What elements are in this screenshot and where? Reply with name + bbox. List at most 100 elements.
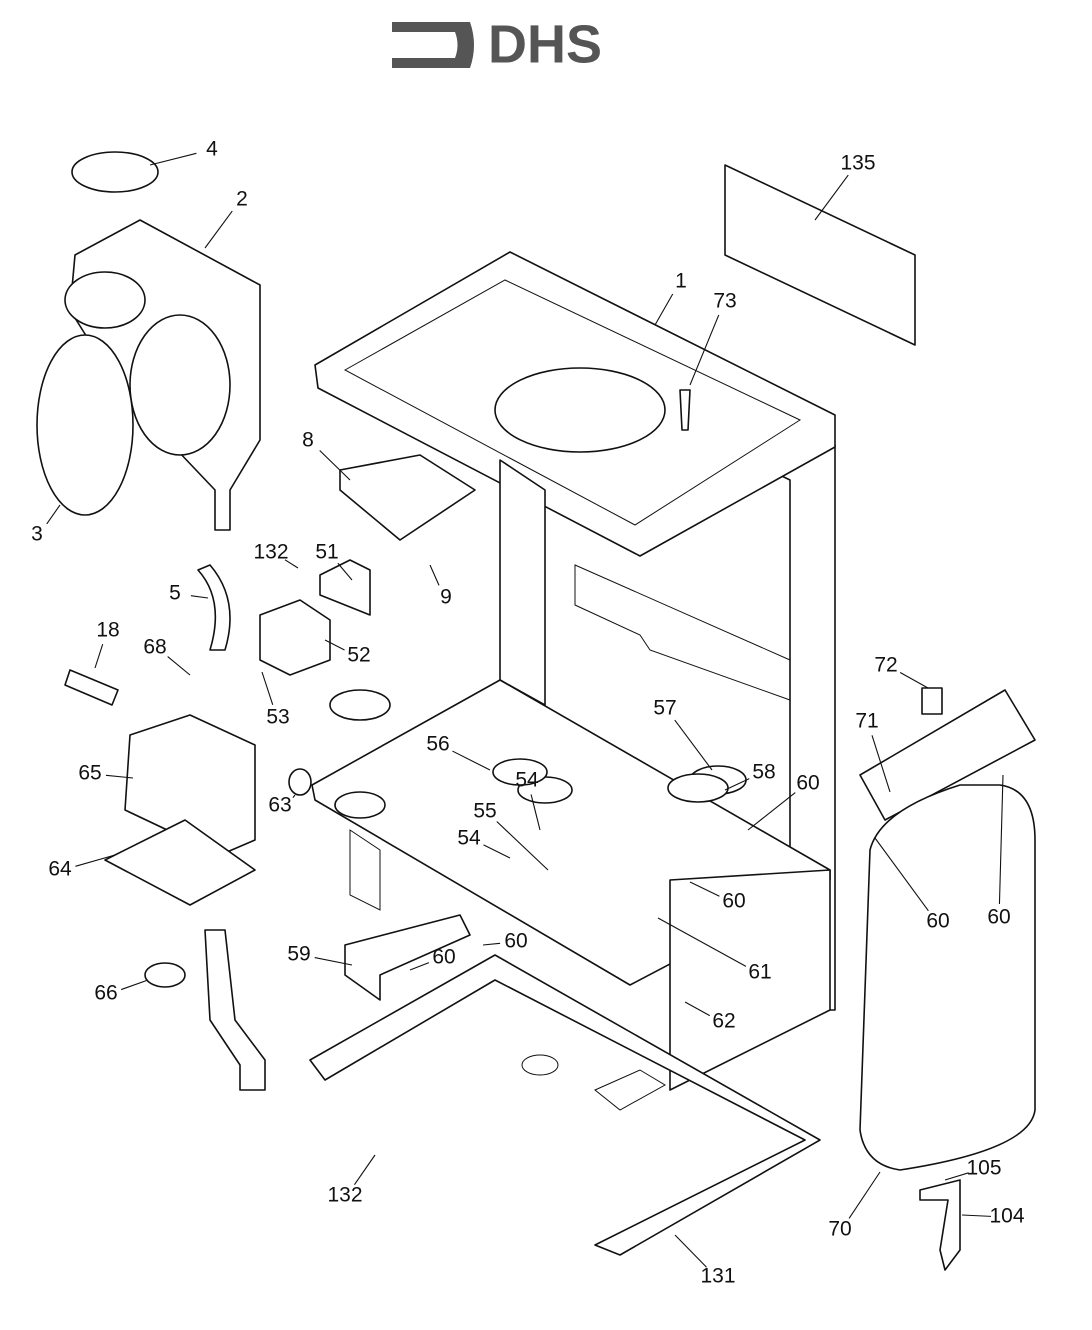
grommet xyxy=(329,689,391,721)
part-52-pressure-switch xyxy=(259,599,331,676)
part-label-73: 73 xyxy=(713,290,736,313)
part-label-70: 70 xyxy=(828,1218,851,1241)
part-label-66: 66 xyxy=(94,982,117,1005)
part-label-60: 60 xyxy=(796,772,819,795)
part-label-60: 60 xyxy=(722,890,745,913)
leader-line-53 xyxy=(261,671,274,705)
leader-line-58 xyxy=(724,778,750,791)
part-label-18: 18 xyxy=(96,619,119,642)
part-label-135: 135 xyxy=(840,152,875,175)
leader-line-52 xyxy=(324,639,345,651)
part-label-60: 60 xyxy=(926,910,949,933)
part-1-boiler-chassis xyxy=(311,251,836,1091)
part-label-72: 72 xyxy=(874,654,897,677)
leader-line-132 xyxy=(353,1154,376,1186)
leader-line-61 xyxy=(657,917,747,967)
leader-line-59 xyxy=(314,957,353,966)
part-label-57: 57 xyxy=(653,697,676,720)
leader-line-9 xyxy=(429,564,440,586)
leader-line-2 xyxy=(204,210,233,249)
part-65-condensate-trap xyxy=(124,714,256,856)
part-63-grommet xyxy=(288,768,312,796)
leader-line-72 xyxy=(899,672,929,689)
leader-line-104 xyxy=(961,1214,992,1217)
part-51-bracket xyxy=(319,559,371,616)
part-label-60: 60 xyxy=(987,906,1010,929)
part-label-53: 53 xyxy=(266,706,289,729)
leader-line-65 xyxy=(105,774,134,779)
part-104-pipe xyxy=(919,1179,961,1271)
part-label-2: 2 xyxy=(236,188,248,211)
leader-line-105 xyxy=(944,1172,969,1181)
part-label-64: 64 xyxy=(48,858,72,881)
leader-line-1 xyxy=(654,293,674,326)
part-59-bracket xyxy=(344,914,471,1001)
part-label-60: 60 xyxy=(432,946,455,969)
leader-lines xyxy=(46,152,1004,1268)
part-label-62: 62 xyxy=(712,1010,735,1033)
part-5-hose xyxy=(197,564,231,651)
leader-line-70 xyxy=(848,1171,881,1219)
leader-line-62 xyxy=(684,1001,711,1017)
part-label-68: 68 xyxy=(143,636,166,659)
part-label-61: 61 xyxy=(748,961,771,984)
part-label-58: 58 xyxy=(752,761,775,784)
part-label-132: 132 xyxy=(327,1184,362,1207)
part-label-4: 4 xyxy=(206,138,218,161)
leader-line-60 xyxy=(998,774,1004,905)
part-label-65: 65 xyxy=(78,762,101,785)
leader-line-4 xyxy=(149,152,197,166)
leader-line-60 xyxy=(689,881,720,897)
leader-line-8 xyxy=(319,450,351,481)
part-label-55: 55 xyxy=(473,800,496,823)
part-label-54: 54 xyxy=(515,769,539,792)
part-label-60: 60 xyxy=(504,930,527,953)
leader-line-135 xyxy=(814,174,849,221)
part-label-3: 3 xyxy=(31,523,43,546)
part-71-bracket xyxy=(859,689,1036,821)
leader-line-73 xyxy=(689,314,720,386)
leader-line-131 xyxy=(674,1234,707,1268)
part-3-o-ring xyxy=(36,334,134,516)
part-131-base-plate xyxy=(309,954,821,1256)
part-72-spacer xyxy=(921,687,943,715)
leader-line-57 xyxy=(674,719,713,771)
dhs-logo: DHS xyxy=(392,14,602,74)
part-73-screw xyxy=(679,389,691,431)
part-58-grommet xyxy=(667,773,729,803)
part-2-flue-adaptor xyxy=(64,219,261,531)
leader-line-3 xyxy=(46,504,61,525)
part-label-132: 132 xyxy=(253,541,288,564)
leader-line-60 xyxy=(409,962,430,971)
leader-line-63 xyxy=(292,794,296,799)
leader-line-54 xyxy=(530,794,541,831)
leader-line-60 xyxy=(747,792,796,831)
part-8-bracket xyxy=(339,454,476,541)
part-label-105: 105 xyxy=(966,1157,1001,1180)
part-64-gasket xyxy=(104,819,256,906)
leader-line-51 xyxy=(337,562,353,581)
part-56-grommet xyxy=(492,758,548,786)
part-label-63: 63 xyxy=(268,794,291,817)
leader-line-54 xyxy=(483,844,511,859)
part-4-seal-ring xyxy=(71,151,159,193)
leader-line-71 xyxy=(871,735,891,793)
part-label-104: 104 xyxy=(989,1205,1024,1228)
part-label-5: 5 xyxy=(169,582,181,605)
condensate-pipe xyxy=(204,929,266,1091)
part-135-wall-bracket xyxy=(724,164,916,346)
leader-line-68 xyxy=(167,656,191,676)
part-18-hose xyxy=(64,669,119,706)
leader-line-56 xyxy=(452,750,491,771)
part-70-expansion-vessel xyxy=(859,784,1036,1171)
part-label-8: 8 xyxy=(302,429,314,452)
leader-line-55 xyxy=(496,821,549,871)
part-66-nut xyxy=(144,962,186,988)
part-label-54: 54 xyxy=(457,827,481,850)
part-label-1: 1 xyxy=(675,270,687,293)
part-label-131: 131 xyxy=(700,1265,735,1288)
leader-line-60 xyxy=(482,942,501,946)
leader-line-60 xyxy=(874,837,929,912)
